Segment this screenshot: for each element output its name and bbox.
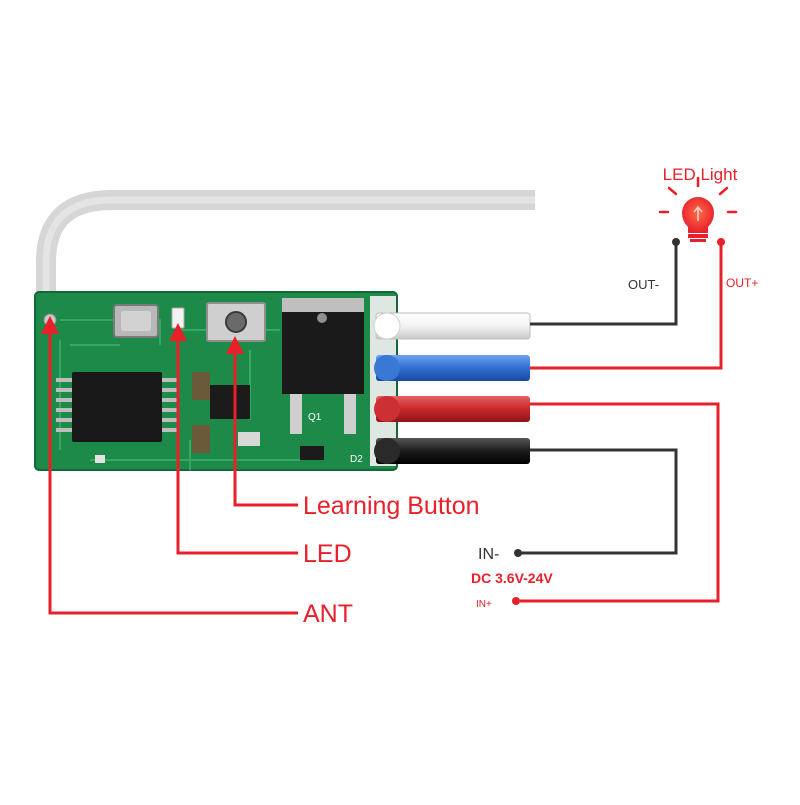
pcb-board: Q1 D2	[34, 291, 398, 471]
in-plus-line	[520, 402, 720, 603]
in-minus-terminal	[514, 549, 522, 557]
pcb-mark-d2: D2	[350, 454, 363, 465]
out-plus-label: OUT+	[726, 276, 758, 290]
led-light-label: LED Light	[663, 165, 738, 184]
wire-blue	[374, 355, 530, 381]
led-label: LED	[303, 540, 352, 568]
learning-button-label: Learning Button	[303, 492, 480, 520]
out-minus-terminal	[672, 238, 680, 246]
in-plus-terminal	[512, 597, 520, 605]
out-plus-line	[530, 244, 723, 370]
in-plus-label: IN+	[476, 599, 492, 610]
pcb-mark-q1: Q1	[308, 412, 322, 423]
led-bulb-icon	[658, 176, 738, 242]
in-minus-line	[520, 448, 678, 555]
ant-label: ANT	[303, 600, 353, 628]
wire-black	[374, 438, 530, 464]
led-callout	[169, 323, 298, 555]
ant-callout	[41, 316, 298, 615]
learning-button-callout	[226, 336, 298, 507]
wire-white	[373, 312, 531, 340]
out-plus-terminal	[717, 238, 725, 246]
antenna-wire	[36, 190, 535, 300]
dc-range-label: DC 3.6V-24V	[471, 570, 553, 586]
in-minus-label: IN-	[478, 546, 499, 563]
out-minus-line	[530, 244, 678, 326]
wire-red	[374, 396, 530, 422]
out-minus-label: OUT-	[628, 277, 659, 292]
